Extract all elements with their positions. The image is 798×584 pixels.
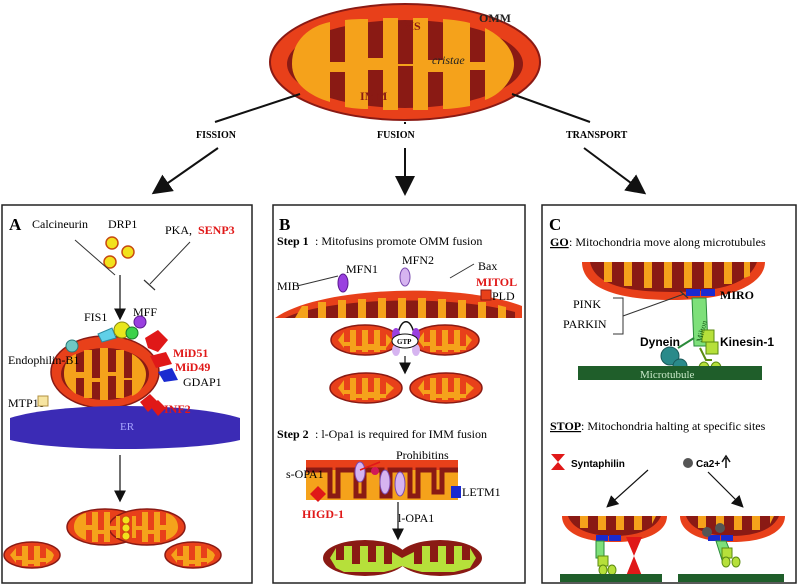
panel-a-letter: A (9, 215, 22, 234)
er-label: ER (120, 421, 135, 433)
mfn2-label: MFN2 (402, 253, 434, 267)
panel-b-letter: B (279, 215, 290, 234)
calcium-icon (683, 458, 693, 468)
panel-b (272, 204, 526, 584)
gtp-label: GTP (397, 338, 412, 346)
higd1-label: HIGD-1 (302, 507, 344, 521)
label-fusion: FUSION (377, 130, 416, 141)
go-text: : Mitochondria move along microtubules (569, 235, 766, 249)
gdap1-label: GDAP1 (183, 375, 222, 389)
pka-label: PKA, (165, 223, 192, 237)
fused-pair-step1 (329, 372, 483, 404)
sopa1-label: s-OPA1 (286, 467, 324, 481)
inf2-label: INF2 (164, 402, 191, 416)
mid51-label: MiD51 (173, 346, 208, 360)
panel-c-letter: C (549, 215, 561, 234)
bax-label: Bax (478, 259, 497, 273)
panel-c (541, 204, 797, 584)
up-arrow-icon (721, 454, 731, 468)
transport-mitochondrion (582, 262, 765, 300)
miro-label: MIRO (720, 288, 754, 302)
step2-text: : l-Opa1 is required for IMM fusion (315, 427, 487, 441)
letm1-label: LETM1 (462, 485, 501, 499)
step1-text: : Mitofusins promote OMM fusion (315, 234, 482, 248)
stop-syntaphilin-scene (560, 516, 667, 582)
mitol-label: MITOL (476, 275, 517, 289)
mid49-label: MiD49 (175, 360, 210, 374)
calcineurin-label: Calcineurin (32, 217, 88, 231)
mib-label: MIB (277, 279, 300, 293)
microtubule-label: Microtubule (640, 369, 694, 381)
label-imm: IMM (360, 89, 387, 103)
stop-calcium-scene (678, 516, 785, 582)
calcium-label: Ca2+ (696, 459, 720, 470)
er-membrane (10, 406, 240, 449)
mtp18-label: MTP18 (8, 396, 45, 410)
dynein-label: Dynein (640, 335, 680, 349)
mff-label: MFF (133, 305, 157, 319)
microtubule-track (578, 366, 762, 380)
label-fission: FISSION (196, 130, 237, 141)
fused-mitochondrion-step2 (323, 540, 482, 576)
prohibitins-label: Prohibitins (396, 448, 449, 462)
kinesin-label: Kinesin-1 (720, 335, 774, 349)
syntaphilin-label: Syntaphilin (571, 459, 625, 470)
label-omm: OMM (479, 11, 511, 25)
tethered-mitochondria (330, 321, 480, 356)
fission-proteins (37, 315, 178, 416)
endophilin-label: Endophilin-B1 (8, 353, 79, 367)
drp1-label: DRP1 (108, 217, 137, 231)
lopa1-label: l-OPA1 (398, 511, 434, 525)
drp1-monomers (103, 236, 135, 269)
top-mitochondrion (269, 3, 541, 121)
go-label: GO (550, 235, 569, 249)
fis1-label: FIS1 (84, 310, 107, 324)
stop-label: STOP (550, 419, 581, 433)
imm-fusion-detail (306, 460, 461, 502)
label-transport: TRANSPORT (566, 130, 628, 141)
step1-label: Step 1 (277, 234, 309, 248)
senp3-label: SENP3 (198, 223, 235, 237)
panel-a (1, 204, 253, 584)
step2-label: Step 2 (277, 427, 309, 441)
syntaphilin-icon (551, 454, 565, 470)
mfn1-label: MFN1 (346, 262, 378, 276)
label-ims: IMS (398, 19, 421, 33)
omm-fusion-membrane (275, 267, 522, 318)
dividing-mitochondria (3, 508, 222, 569)
pink-label: PINK (573, 297, 601, 311)
label-cristae: cristae (432, 53, 465, 67)
stop-text: : Mitochondria halting at specific sites (581, 419, 766, 433)
parkin-label: PARKIN (563, 317, 607, 331)
pld-label: PLD (492, 289, 515, 303)
